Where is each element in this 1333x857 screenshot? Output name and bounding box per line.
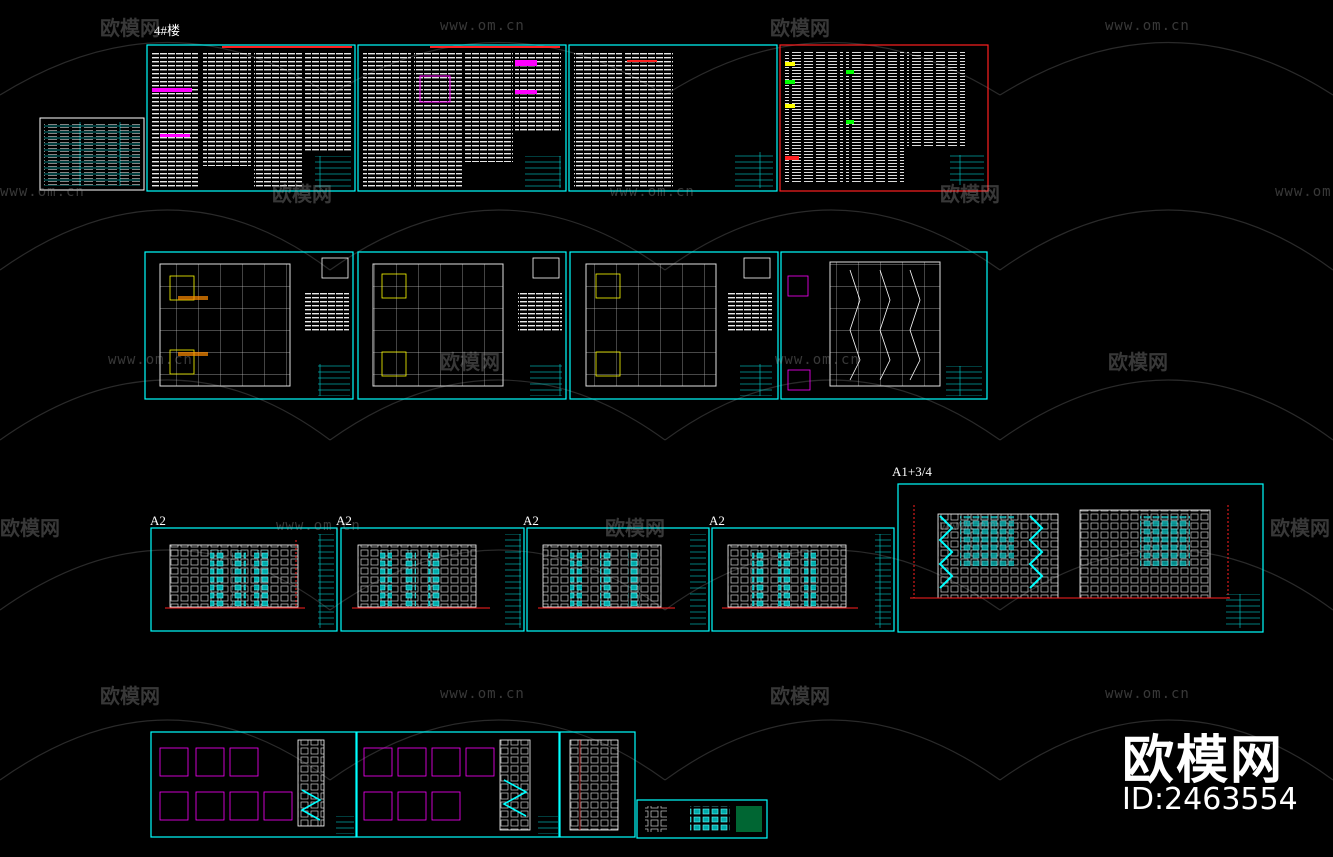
watermark-url: www.om.cn (440, 18, 525, 34)
watermark-logo: 欧模网 (605, 516, 665, 540)
watermark-logo: 欧模网 (940, 182, 1000, 206)
watermark-url: www.om.cn (108, 352, 193, 368)
elevation-sheet-4[interactable] (711, 527, 895, 632)
watermark-logo: 欧模网 (770, 684, 830, 708)
elevation-sheet-3[interactable] (526, 527, 710, 632)
watermark-url: www.om.cn (440, 686, 525, 702)
sheet-label-row1: 4#楼 (154, 23, 181, 38)
watermark-url: www.om.cn (276, 518, 361, 534)
model-id-label: ID:2463554 (1122, 782, 1298, 817)
watermark-url: www.om.cn (1105, 18, 1190, 34)
brand-logo-text: 欧模网 (1122, 731, 1285, 791)
detail-sheet-1[interactable] (150, 731, 357, 838)
sheet-label-elevation-2: A2 (336, 513, 352, 528)
watermark-logo: 欧模网 (1108, 350, 1168, 374)
sheet-design-notes-3[interactable] (568, 44, 778, 192)
floor-plan-sheet-2[interactable] (357, 251, 567, 400)
watermark-logo: 欧模网 (1270, 516, 1330, 540)
detail-sheet-3[interactable] (559, 731, 636, 838)
watermark-url: www.om.cn (775, 352, 860, 368)
floor-plan-sheet-1[interactable] (144, 251, 354, 400)
watermark-logo: 欧模网 (0, 516, 60, 540)
sheet-label-section: A1+3/4 (892, 464, 932, 479)
watermark-logo: 欧模网 (770, 16, 830, 40)
watermark-url: www.om.cn (0, 184, 85, 200)
roof-plan-sheet[interactable] (780, 251, 988, 400)
floor-plan-sheet-3[interactable] (569, 251, 779, 400)
watermark-logo: 欧模网 (100, 16, 160, 40)
detail-sheet-4[interactable] (636, 799, 768, 839)
section-sheet[interactable] (897, 483, 1264, 633)
watermark-logo: 欧模网 (440, 350, 500, 374)
sheet-label-elevation-4: A2 (709, 513, 725, 528)
sheet-label-elevation-3: A2 (523, 513, 539, 528)
elevation-sheet-2[interactable] (340, 527, 525, 632)
elevation-sheet-1[interactable] (150, 527, 338, 632)
watermark-logo: 欧模网 (272, 182, 332, 206)
watermark-url: www.om.cn (1105, 686, 1190, 702)
watermark-logo: 欧模网 (100, 684, 160, 708)
sheet-design-notes-1[interactable] (146, 44, 356, 192)
sheet-label-elevation-1: A2 (150, 513, 166, 528)
watermark-url: www.om.cn (610, 184, 695, 200)
sheet-index-table[interactable] (39, 117, 145, 191)
watermark-url: www.om.cn (940, 518, 1025, 534)
detail-sheet-2[interactable] (356, 731, 560, 838)
sheet-design-notes-2[interactable] (357, 44, 567, 192)
watermark-url: www.om.cn (1275, 184, 1333, 200)
sheet-schedule-table[interactable] (779, 44, 989, 192)
